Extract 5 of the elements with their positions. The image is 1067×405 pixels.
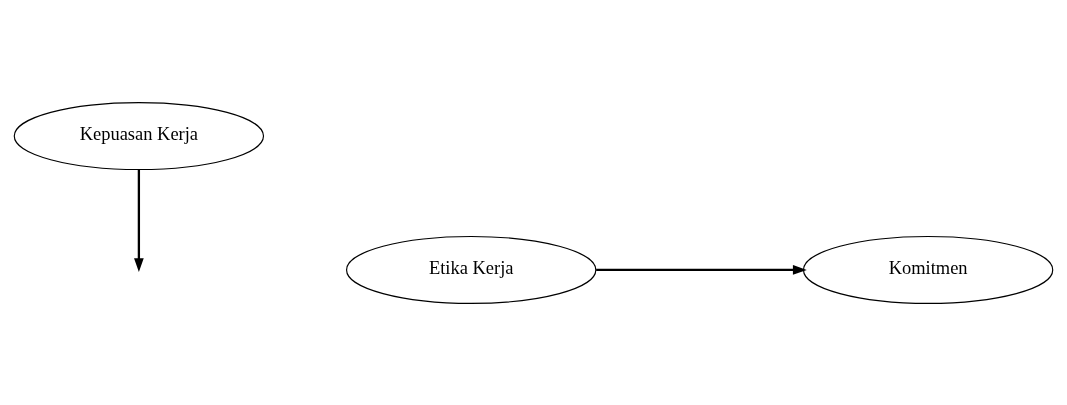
arrow: [596, 264, 807, 275]
arrow: [134, 169, 144, 272]
node-ellipse: Etika Kerja: [346, 235, 597, 304]
node-ellipse: Komitmen: [802, 235, 1054, 304]
node-ellipse: Kepuasan Kerja: [13, 101, 265, 170]
